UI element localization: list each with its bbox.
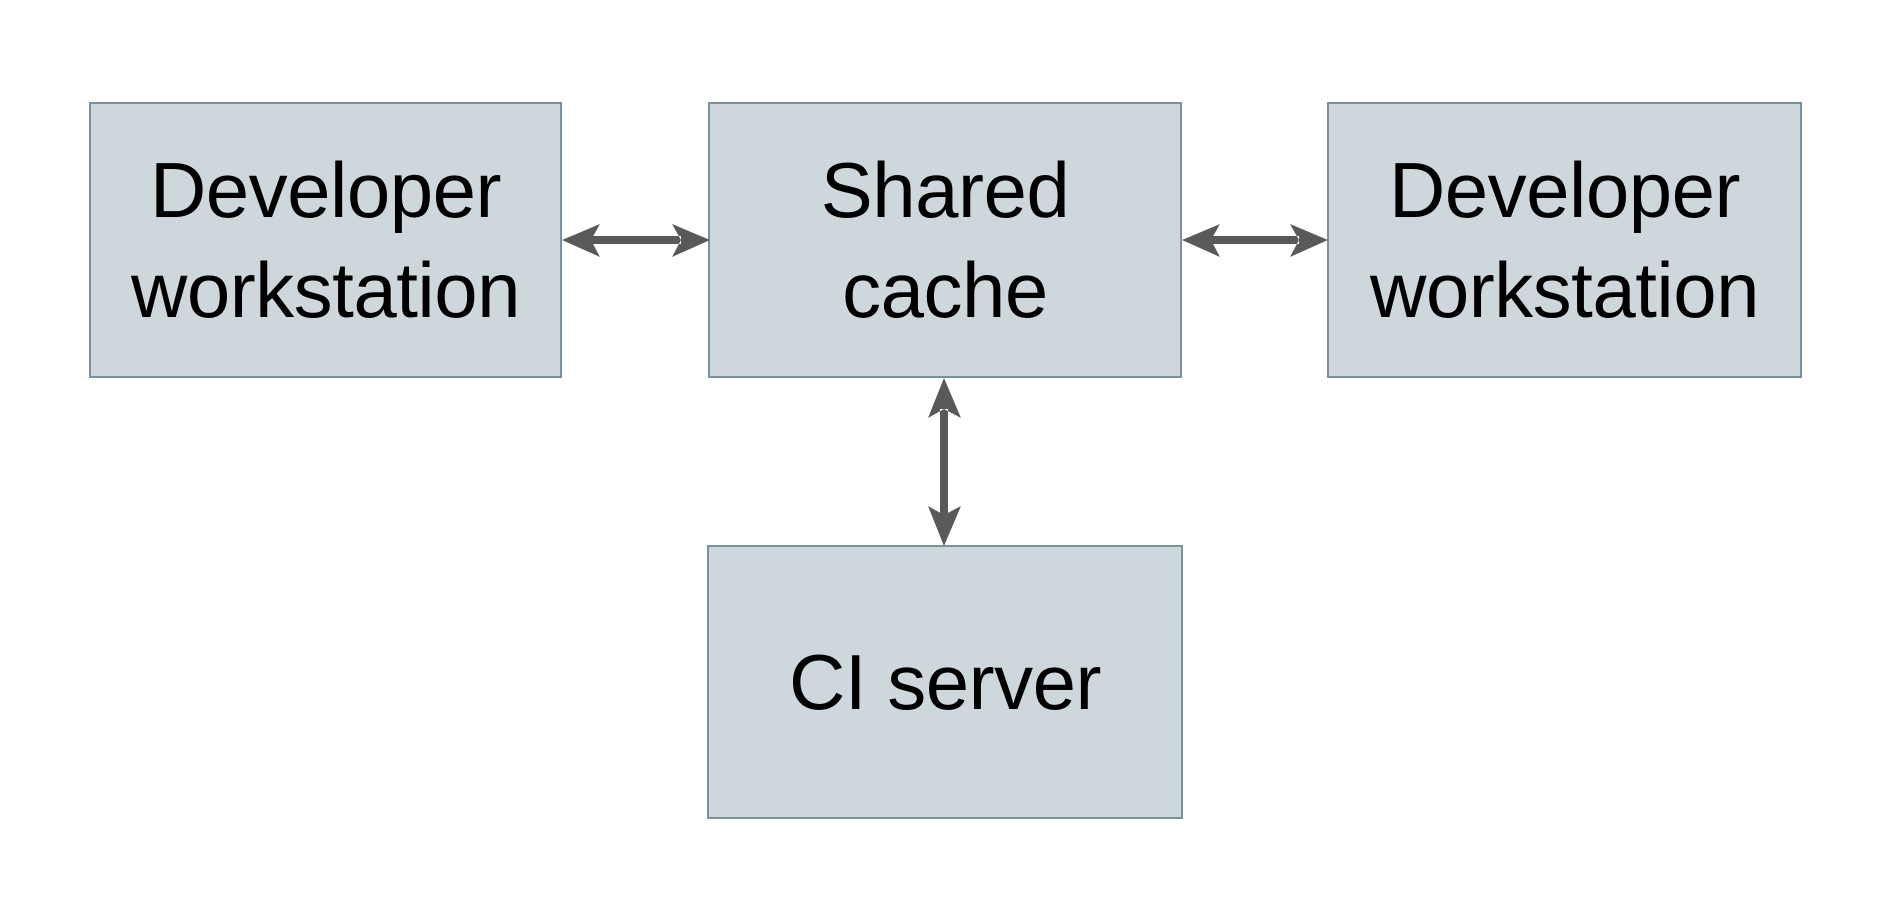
node-label-developer-workstation-left: Developer workstation — [131, 146, 521, 334]
edge-shared-cache-to-ci-server[interactable] — [903, 376, 985, 548]
node-label-shared-cache: Shared cache — [820, 146, 1070, 334]
node-developer-workstation-right[interactable]: Developer workstation — [1327, 102, 1802, 378]
double-headed-arrow-horizontal-icon — [1182, 224, 1328, 257]
node-shared-cache[interactable]: Shared cache — [708, 102, 1182, 378]
node-ci-server[interactable]: CI server — [707, 545, 1183, 819]
edge-developer-workstation-left-to-shared-cache[interactable] — [560, 200, 712, 282]
double-headed-arrow-vertical-icon — [928, 378, 961, 546]
node-label-ci-server: CI server — [789, 638, 1101, 726]
node-label-developer-workstation-right: Developer workstation — [1370, 146, 1760, 334]
double-headed-arrow-horizontal-icon — [562, 224, 710, 257]
node-developer-workstation-left[interactable]: Developer workstation — [89, 102, 562, 378]
edge-shared-cache-to-developer-workstation-right[interactable] — [1180, 200, 1330, 282]
